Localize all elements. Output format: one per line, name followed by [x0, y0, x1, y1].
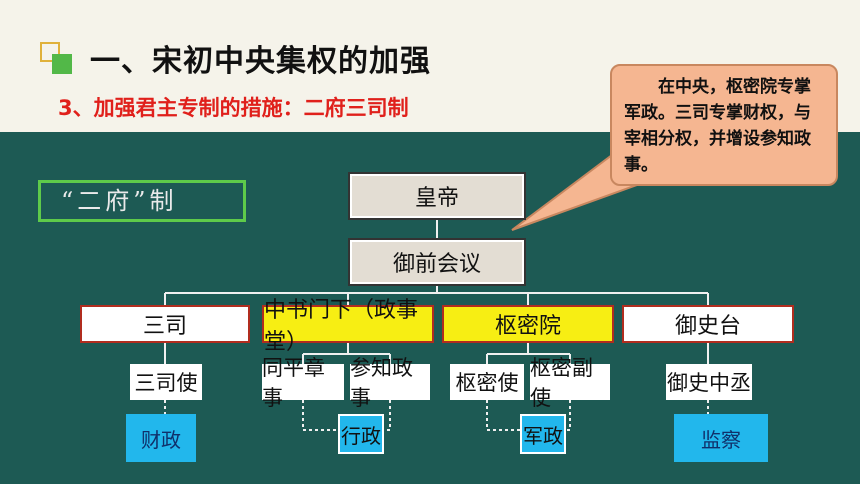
emperor-box: 皇帝 [350, 174, 524, 218]
title-square-outline-icon [40, 42, 60, 62]
department-shumiyuan: 枢密院 [442, 305, 614, 343]
department-sansi: 三司 [80, 305, 250, 343]
function-supervision: 监察 [674, 414, 768, 462]
official-shumifushi: 枢密副使 [530, 356, 610, 410]
title-square-green-icon [52, 54, 72, 74]
function-military: 军政 [520, 414, 566, 454]
function-administration: 行政 [338, 414, 384, 454]
imperial-council-box: 御前会议 [350, 240, 524, 284]
callout-text: 在中央，枢密院专掌军政。三司专掌财权，与宰相分权，并增设参知政事。 [624, 77, 811, 175]
official-yushizhongcheng: 御史中丞 [666, 364, 752, 400]
official-sansishi: 三司使 [130, 364, 202, 400]
function-finance: 财政 [126, 414, 196, 462]
page-subtitle: 3、加强君主专制的措施：二府三司制 [58, 96, 409, 120]
official-tongpingzhangshi: 同平章事 [262, 356, 344, 410]
erfu-system-label: “二府”制 [38, 180, 246, 222]
official-shumishi: 枢密使 [450, 364, 524, 400]
official-canzhizhengshi: 参知政事 [350, 356, 430, 410]
page-title: 一、宋初中央集权的加强 [90, 44, 431, 79]
department-yushitai: 御史台 [622, 305, 794, 343]
department-zhongshu-menxia: 中书门下（政事堂） [262, 298, 434, 355]
callout-bubble: 在中央，枢密院专掌军政。三司专掌财权，与宰相分权，并增设参知政事。 [610, 64, 838, 186]
